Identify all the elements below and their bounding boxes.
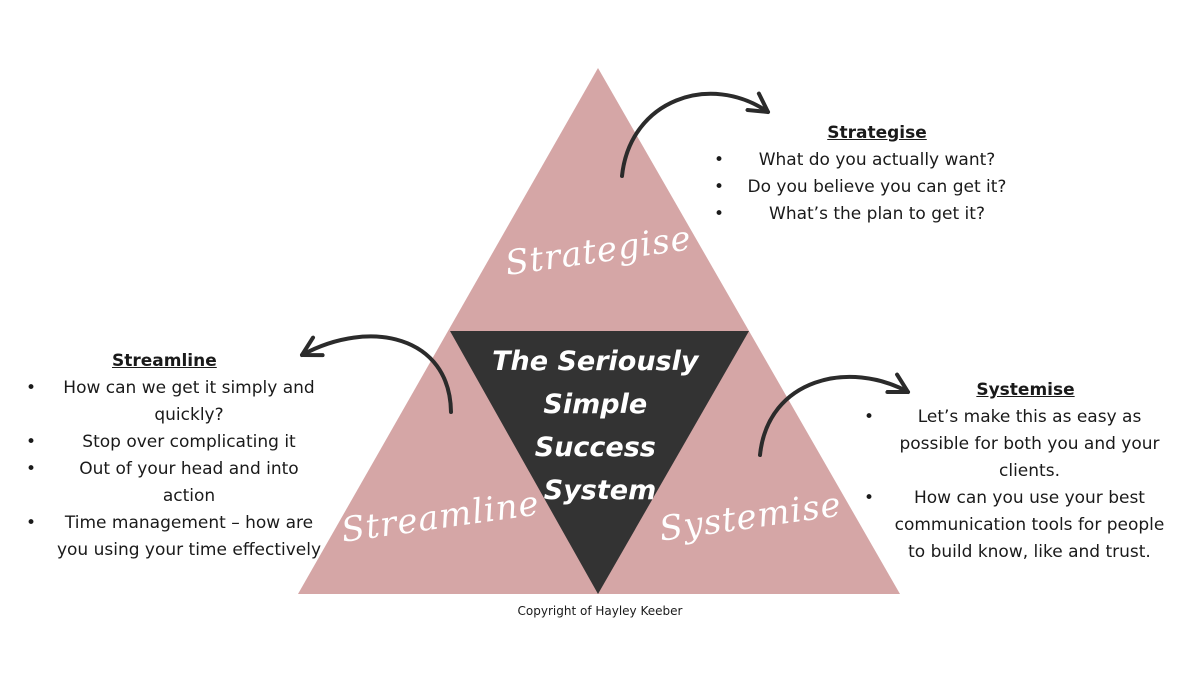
- list-item: Time management – how are you using your…: [24, 510, 324, 564]
- systemise-heading: Systemise: [976, 380, 1075, 400]
- list-item: What do you actually want?: [712, 147, 1012, 174]
- list-item: Out of your head and into action: [24, 456, 324, 510]
- strategise-panel: Strategise What do you actually want? Do…: [712, 120, 1012, 228]
- list-item: Let’s make this as easy as possible for …: [862, 404, 1167, 485]
- arrow-to-strategise: [620, 91, 770, 178]
- streamline-heading: Streamline: [112, 351, 217, 371]
- list-item: What’s the plan to get it?: [712, 201, 1012, 228]
- center-title-line: Success: [535, 432, 656, 463]
- streamline-panel: Streamline How can we get it simply and …: [24, 348, 324, 564]
- center-title: The Seriously Simple Success System: [492, 346, 708, 506]
- list-item: How can we get it simply and quickly?: [24, 375, 324, 429]
- strategise-heading: Strategise: [827, 123, 927, 143]
- list-item: How can you use your best communication …: [862, 485, 1167, 566]
- list-item: Do you believe you can get it?: [712, 174, 1012, 201]
- center-title-line: Simple: [543, 389, 647, 420]
- center-title-line: System: [544, 475, 656, 506]
- systemise-panel: Systemise Let’s make this as easy as pos…: [862, 377, 1167, 566]
- systemise-list: Let’s make this as easy as possible for …: [862, 404, 1167, 566]
- center-triangle: [450, 331, 749, 594]
- list-item: Stop over complicating it: [24, 429, 324, 456]
- streamline-list: How can we get it simply and quickly? St…: [24, 375, 324, 564]
- arrow-to-systemise: [758, 372, 910, 457]
- strategise-list: What do you actually want? Do you believ…: [712, 147, 1012, 228]
- copyright-notice: Copyright of Hayley Keeber: [517, 604, 683, 618]
- arrow-to-streamline: [300, 334, 453, 414]
- center-title-line: The Seriously: [492, 346, 700, 377]
